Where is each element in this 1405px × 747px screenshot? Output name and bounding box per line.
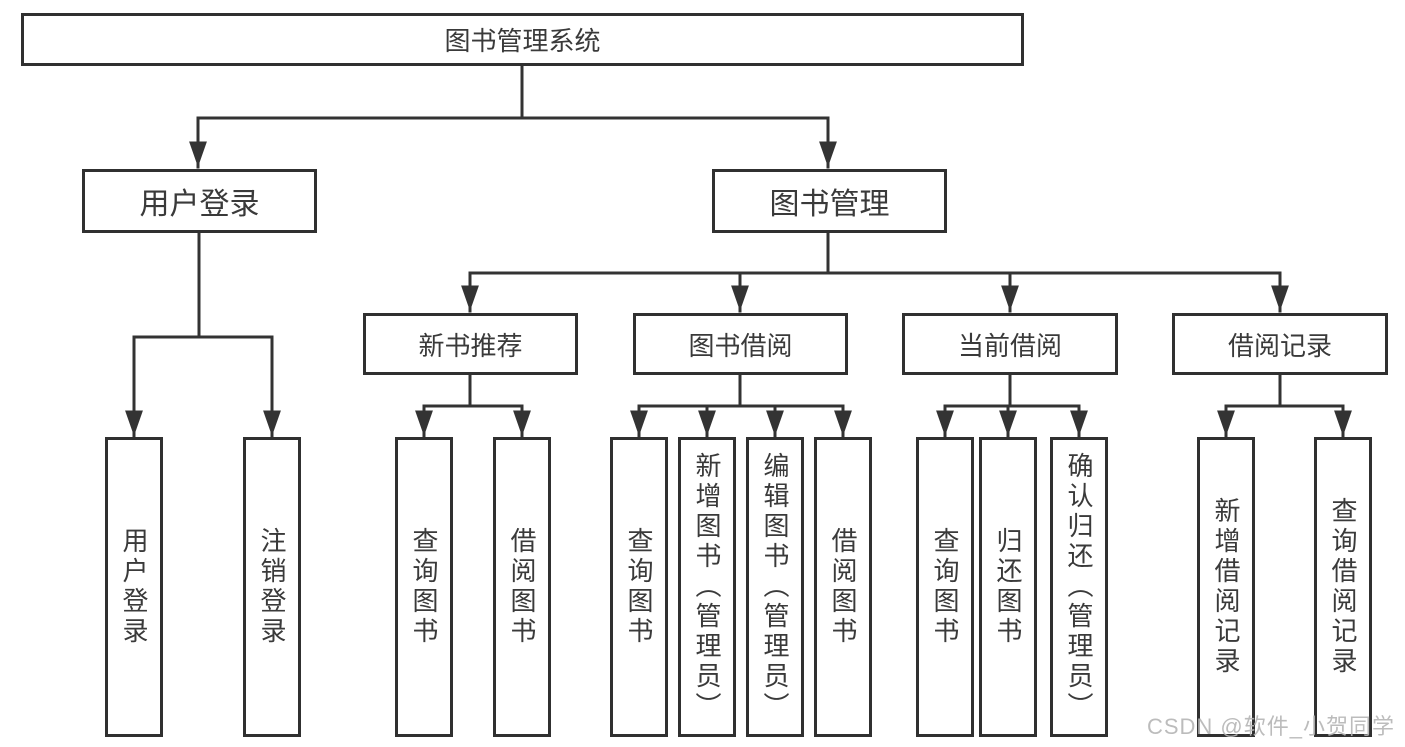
- node-label: 借阅图书: [828, 527, 858, 647]
- node-borrowing-records: 借阅记录: [1172, 313, 1388, 375]
- node-new-book-recommendation: 新书推荐: [363, 313, 578, 375]
- leaf-borrow-books-recommend: 借阅图书: [493, 437, 551, 737]
- edges-user-login-branch: [125, 229, 281, 438]
- leaf-query-borrowing-record: 查询借阅记录: [1314, 437, 1372, 737]
- leaf-return-books: 归还图书: [979, 437, 1037, 737]
- node-library-management-system: 图书管理系统: [21, 13, 1024, 66]
- node-label: 当前借阅: [957, 330, 1062, 361]
- node-book-management: 图书管理: [712, 169, 947, 233]
- node-label: 编辑图书（管理员）: [760, 452, 790, 722]
- leaf-query-books-borrowing: 查询图书: [610, 437, 668, 737]
- leaf-user-login: 用户登录: [105, 437, 163, 737]
- leaf-confirm-return-admin: 确认归还（管理员）: [1050, 437, 1108, 737]
- node-label: 图书管理系统: [444, 26, 601, 56]
- leaf-query-books-recommend: 查询图书: [395, 437, 453, 737]
- node-label: 归还图书: [993, 527, 1023, 647]
- node-label: 查询图书: [930, 527, 960, 647]
- node-label: 借阅记录: [1227, 330, 1332, 361]
- edges-borrowing-records: [1217, 371, 1352, 438]
- node-book-borrowing: 图书借阅: [633, 313, 848, 375]
- leaf-borrow-books-borrowing: 借阅图书: [814, 437, 872, 737]
- node-label: 图书管理: [769, 188, 890, 221]
- leaf-query-books-current: 查询图书: [916, 437, 974, 737]
- leaf-add-borrowing-record: 新增借阅记录: [1197, 437, 1255, 737]
- node-label: 用户登录: [119, 527, 149, 647]
- node-label: 用户登录: [139, 188, 260, 221]
- node-user-login: 用户登录: [82, 169, 317, 233]
- node-label: 借阅图书: [507, 527, 537, 647]
- leaf-add-book-admin: 新增图书（管理员）: [678, 437, 736, 737]
- node-label: 注销登录: [257, 527, 287, 647]
- node-label: 新书推荐: [418, 330, 523, 361]
- edges-root-to-level2: [189, 62, 837, 169]
- node-label: 查询图书: [409, 527, 439, 647]
- node-label: 图书借阅: [688, 330, 793, 361]
- node-label: 查询图书: [624, 527, 654, 647]
- leaf-edit-book-admin: 编辑图书（管理员）: [746, 437, 804, 737]
- edges-new-book-recommendation: [415, 371, 531, 438]
- edges-current-borrowing: [936, 371, 1088, 438]
- edges-book-management-to-level3: [461, 229, 1289, 313]
- leaf-logout: 注销登录: [243, 437, 301, 737]
- node-label: 确认归还（管理员）: [1064, 452, 1094, 722]
- node-current-borrowing: 当前借阅: [902, 313, 1118, 375]
- csdn-watermark: CSDN @软件_小贺同学: [1146, 714, 1395, 739]
- edges-book-borrowing: [630, 371, 852, 438]
- node-label: 新增借阅记录: [1211, 497, 1241, 677]
- node-label: 查询借阅记录: [1328, 497, 1358, 677]
- node-label: 新增图书（管理员）: [692, 452, 722, 722]
